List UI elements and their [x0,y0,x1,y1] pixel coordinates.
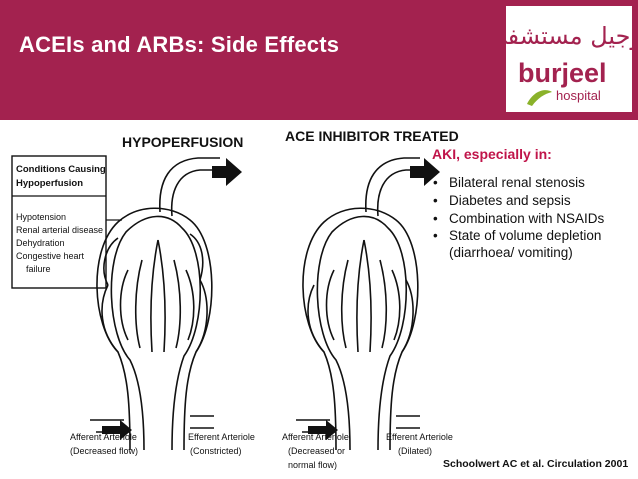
aki-list: Bilateral renal stenosis Diabetes and se… [432,175,632,263]
conditions-box [11,155,107,289]
right-diagram-title: ACE INHIBITOR TREATED [285,128,459,144]
slide-header: ACEIs and ARBs: Side Effects برجيل مستشف… [0,0,638,120]
right-glomerulus-drawing [296,157,420,451]
left-afferent-arrow-icon [102,420,132,440]
aki-list-item: State of volume depletion (diarrhoea/ vo… [432,228,632,262]
right-efferent-label-2: (Dilated) [398,446,432,456]
logo-sub-text: hospital [556,88,601,103]
right-afferent-label-2: (Decreased or [288,446,345,456]
conditions-header-line-1: Conditions Causing [16,164,106,175]
right-afferent-label-1: Afferent Arteriole [282,432,349,442]
aki-heading: AKI, especially in: [432,146,552,162]
condition-item: Congestive heart [16,251,85,261]
left-afferent-label-2: (Decreased flow) [70,446,138,456]
right-efferent-arrow-icon [410,158,440,186]
left-afferent-label-1: Afferent Arteriole [70,432,137,442]
flow-arrows [102,158,440,440]
aki-list-item: Diabetes and sepsis [432,193,632,210]
right-afferent-arrow-icon [308,420,338,440]
aki-list-item: Combination with NSAIDs [432,211,632,228]
condition-item: Renal arterial disease [16,225,103,235]
aki-list-item: Bilateral renal stenosis [432,175,632,192]
condition-item: failure [26,264,51,274]
slide-title: ACEIs and ARBs: Side Effects [19,32,340,57]
logo-leaf-icon [527,90,552,106]
citation-text: Schoolwert AC et al. Circulation 2001 [443,458,629,470]
condition-item: Hypotension [16,212,66,222]
left-diagram-title: HYPOPERFUSION [122,134,243,150]
arabic-logotype-icon: برجيل مستشفى [506,22,632,50]
right-efferent-label-1: Efferent Arteriole [386,432,453,442]
conditions-header-line-2: Hypoperfusion [16,178,83,189]
condition-item: Dehydration [16,238,65,248]
left-efferent-label-1: Efferent Arteriole [188,432,255,442]
burjeel-hospital-logo: برجيل مستشفى burjeel hospital [506,6,632,112]
left-glomerulus-drawing [90,157,220,451]
left-efferent-label-2: (Constricted) [190,446,242,456]
glomerulus-diagram: HYPOPERFUSION ACE INHIBITOR TREATED Cond… [11,128,459,470]
right-afferent-label-3: normal flow) [288,460,337,470]
left-efferent-arrow-icon [212,158,242,186]
logo-brand-text: burjeel [518,58,607,88]
logo-arabic-text: برجيل مستشفى [506,22,632,50]
